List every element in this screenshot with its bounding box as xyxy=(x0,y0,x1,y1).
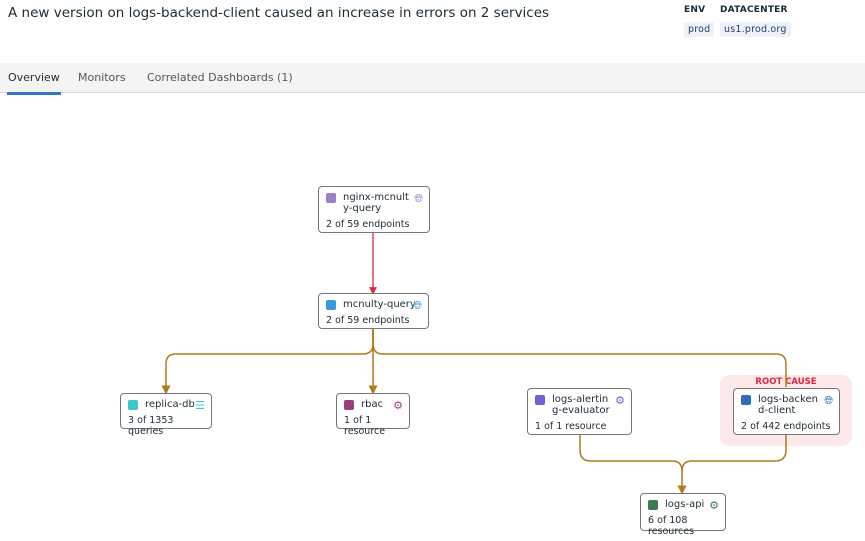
node-stat: 1 of 1 resource xyxy=(535,421,607,432)
node-mcnulty-query[interactable]: mcnulty-query 🌐︎ 2 of 59 endpoints xyxy=(318,293,429,329)
datacenter-label: DATACENTER xyxy=(720,5,788,15)
node-name: logs-api xyxy=(665,499,705,510)
tab-correlated-dashboards[interactable]: Correlated Dashboards (1) xyxy=(147,71,293,84)
database-icon: ☰ xyxy=(195,399,205,412)
node-stat: 2 of 59 endpoints xyxy=(326,315,410,326)
datacenter-value[interactable]: us1.prod.org xyxy=(720,22,791,37)
edge-backend-api xyxy=(681,435,787,472)
edge-alerting-api xyxy=(579,435,687,495)
service-color xyxy=(344,400,354,410)
service-color xyxy=(326,193,336,203)
service-color xyxy=(741,395,751,405)
node-name: replica-db xyxy=(145,399,195,410)
env-label: ENV xyxy=(684,5,706,15)
node-name: mcnulty-query xyxy=(343,299,416,310)
globe-icon: 🌐︎ xyxy=(824,394,833,407)
service-color xyxy=(326,300,336,310)
node-rbac[interactable]: rbac ⚙ 1 of 1 resource xyxy=(336,393,410,437)
env-value[interactable]: prod xyxy=(684,22,715,37)
node-replica-db[interactable]: replica-db ☰ 3 of 1353 queries xyxy=(120,393,212,437)
globe-icon: 🌐︎ xyxy=(414,192,423,205)
gears-icon: ⚙ xyxy=(393,399,403,412)
service-color xyxy=(128,400,138,410)
service-color xyxy=(535,395,545,405)
node-nginx-mcnulty-query[interactable]: nginx-mcnulty-query 🌐︎ 2 of 59 endpoints xyxy=(318,186,430,233)
node-stat: 2 of 442 endpoints xyxy=(741,421,831,432)
edge-mcnulty-replica xyxy=(161,329,374,395)
node-logs-backend-client[interactable]: logs-backend-client 🌐︎ 2 of 442 endpoint… xyxy=(733,388,840,435)
node-stat: 1 of 1 resource xyxy=(344,415,386,437)
node-logs-api[interactable]: logs-api ⚙ 6 of 108 resources xyxy=(640,493,726,537)
gears-icon: ⚙ xyxy=(709,499,719,512)
node-name: rbac xyxy=(361,399,384,410)
tab-monitors[interactable]: Monitors xyxy=(78,71,126,84)
edge-mcnulty-backend xyxy=(372,329,787,387)
gears-icon: ⚙ xyxy=(615,394,625,407)
tab-bar: Overview Monitors Correlated Dashboards … xyxy=(0,63,865,95)
node-name: logs-backend-client xyxy=(758,394,818,416)
node-name: logs-alerting-evaluator xyxy=(552,394,610,416)
page-title: A new version on logs-backend-client cau… xyxy=(8,5,550,21)
env-field: ENV prod xyxy=(684,5,715,37)
datacenter-field: DATACENTER us1.prod.org xyxy=(720,5,791,37)
node-stat: 3 of 1353 queries xyxy=(128,415,174,437)
node-logs-alerting-evaluator[interactable]: logs-alerting-evaluator ⚙ 1 of 1 resourc… xyxy=(527,388,632,435)
service-color xyxy=(648,500,658,510)
node-stat: 6 of 108 resources xyxy=(648,515,695,537)
globe-icon: 🌐︎ xyxy=(413,299,422,312)
node-name: nginx-mcnulty-query xyxy=(343,192,409,214)
tab-overview[interactable]: Overview xyxy=(7,71,61,95)
node-stat: 2 of 59 endpoints xyxy=(326,219,410,230)
